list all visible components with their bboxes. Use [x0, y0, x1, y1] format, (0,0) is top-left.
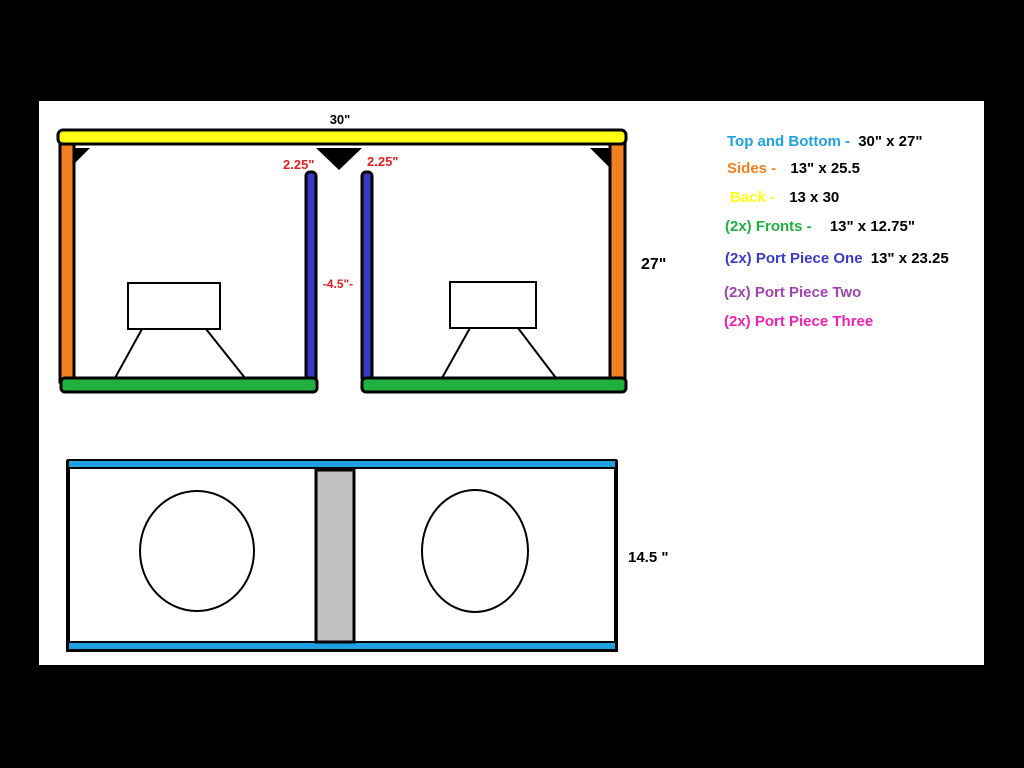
legend-item-name: (2x) Port Piece Three: [724, 313, 873, 330]
legend-item-value: 13 x 30: [789, 189, 839, 206]
right-port-piece: [360, 170, 374, 384]
left-subwoofer: [114, 282, 246, 379]
right-subwoofer: [441, 281, 557, 379]
height-label: 27": [641, 256, 666, 273]
legend-item-name: Sides -: [727, 160, 776, 177]
right-corner-brace: [590, 148, 610, 168]
legend-item-name: (2x) Fronts -: [725, 218, 812, 235]
legend-item-value: 13" x 25.5: [790, 160, 860, 177]
right-side-panel: [608, 140, 627, 384]
port-width-label: -4.5"-: [323, 277, 353, 291]
left-port-piece: [304, 170, 318, 384]
top-view-top-panel: [67, 459, 617, 469]
right-subwoofer-cutout: [421, 489, 529, 613]
top-view: 14.5 ": [66, 459, 668, 652]
left-side-panel: [58, 140, 76, 384]
port-opening: [314, 468, 356, 644]
legend-item: Sides - 13" x 25.5: [727, 160, 860, 177]
side-view: 30" 27" 2.25" 2.25" -4.5"-: [56, 112, 666, 394]
legend-item: (2x) Port Piece Two: [724, 284, 861, 301]
legend-item-value: 13" x 12.75": [830, 218, 915, 235]
center-divider-wedge: [316, 148, 362, 170]
legend-item-value: 30" x 27": [858, 133, 922, 150]
back-panel: [56, 128, 628, 146]
cut-list-legend: Top and Bottom - 30" x 27" Sides - 13" x…: [724, 133, 949, 330]
right-port-gap-label: 2.25": [367, 154, 398, 169]
legend-item: (2x) Port Piece One 13" x 23.25: [725, 250, 949, 267]
legend-item-name: Back -: [730, 189, 775, 206]
left-front-panel: [59, 376, 319, 394]
legend-item-value: 13" x 23.25: [871, 250, 949, 267]
top-width-label: 30": [330, 112, 351, 127]
left-port-gap-label: 2.25": [283, 157, 314, 172]
legend-item-name: (2x) Port Piece One: [725, 250, 863, 267]
legend-item: (2x) Fronts - 13" x 12.75": [725, 218, 915, 235]
legend-item-name: (2x) Port Piece Two: [724, 284, 861, 301]
right-front-panel: [360, 376, 628, 394]
left-corner-brace: [74, 148, 90, 164]
left-subwoofer-cutout: [139, 490, 255, 612]
legend-item: Top and Bottom - 30" x 27": [727, 133, 922, 150]
legend-item-name: Top and Bottom -: [727, 133, 850, 150]
legend-item: Back - 13 x 30: [730, 189, 839, 206]
legend-item: (2x) Port Piece Three: [724, 313, 873, 330]
depth-label: 14.5 ": [628, 549, 668, 566]
